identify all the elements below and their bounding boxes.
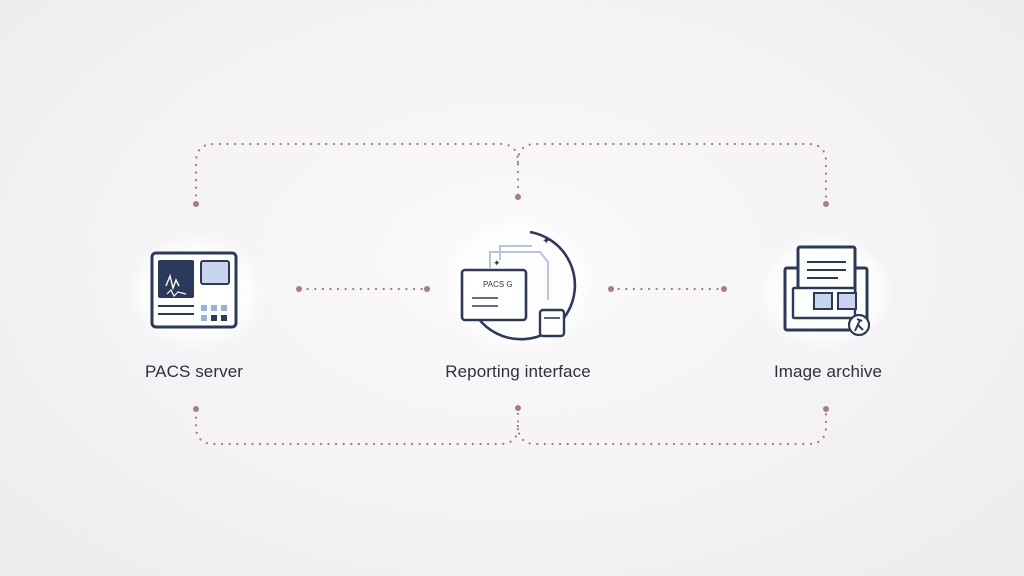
endpoint-dot	[515, 405, 521, 411]
archive-documents-icon	[783, 245, 871, 337]
sparkle-icon: ✦	[493, 258, 501, 268]
endpoint-dot	[296, 286, 302, 292]
reporting-interface-label: Reporting interface	[445, 362, 591, 381]
top-left-connector	[194, 142, 520, 205]
endpoint-dot	[608, 286, 614, 292]
reporting-screen-text: PACS G	[483, 280, 513, 289]
server-monitor-icon	[150, 251, 238, 329]
endpoint-dot	[193, 201, 199, 207]
reporting-screen-icon: ✦ ✦ PACS G	[460, 230, 577, 341]
connector-endpoints	[193, 194, 829, 412]
bottom-left-connector	[194, 408, 520, 446]
image-archive-label: Image archive	[773, 362, 883, 381]
endpoint-dot	[424, 286, 430, 292]
sparkle-icon: ✦	[542, 236, 550, 247]
pacs-server-label: PACS server	[144, 362, 244, 381]
endpoint-dot	[823, 406, 829, 412]
endpoint-dot	[515, 194, 521, 200]
endpoint-dot	[721, 286, 727, 292]
top-right-connector	[516, 142, 828, 205]
bottom-right-connector	[516, 408, 828, 446]
endpoint-dot	[823, 201, 829, 207]
endpoint-dot	[193, 406, 199, 412]
